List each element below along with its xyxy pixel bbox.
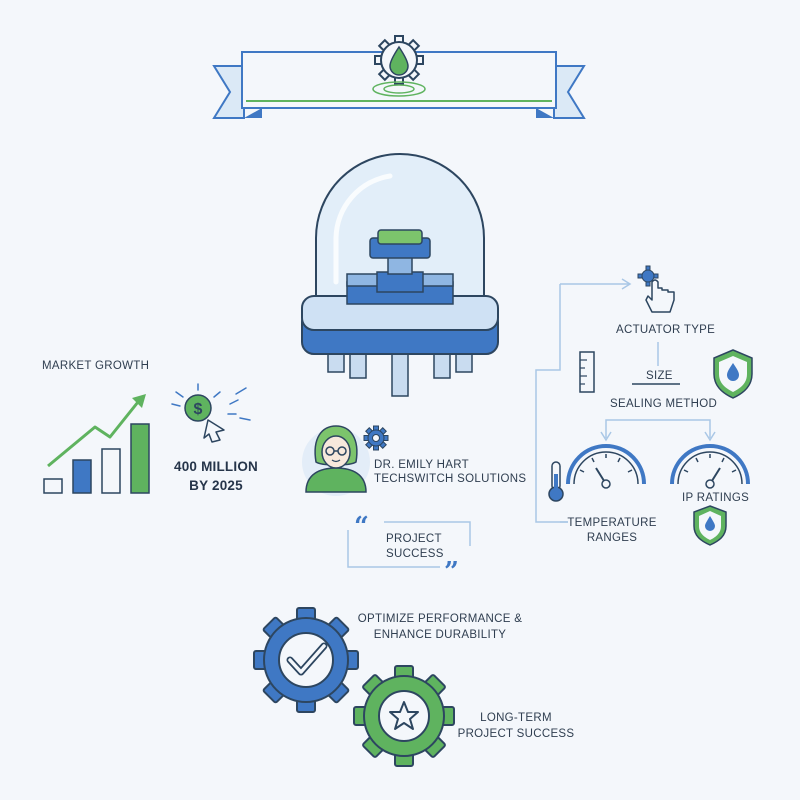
outcome-optimize-line2: ENHANCE DURABILITY [373, 629, 507, 641]
water-drop-gear-icon [372, 35, 426, 97]
expert-company: TECHSWITCH SOLUTIONS [374, 473, 527, 485]
ip-rating-gauge-icon [670, 444, 750, 489]
close-quote-icon: ” [444, 557, 459, 587]
dollar-coin-icon: $ [171, 383, 251, 443]
outcome-longterm-line2: PROJECT SUCCESS [457, 728, 575, 740]
svg-text:$: $ [194, 401, 203, 418]
market-growth-heading: MARKET GROWTH [42, 360, 150, 372]
sealed-switch-illustration [301, 153, 499, 397]
hand-pointer-icon [637, 265, 675, 313]
quote-box: “ ” [347, 512, 471, 587]
gear-icon [363, 425, 389, 451]
ip-shield-icon [693, 505, 727, 546]
expert-name: DR. EMILY HART [374, 459, 469, 471]
quote-text-line2: SUCCESS [386, 548, 444, 560]
shield-drop-icon [713, 349, 753, 399]
person-avatar-icon [302, 425, 370, 496]
open-quote-icon: “ [354, 512, 369, 542]
spec-temperature-line2: RANGES [586, 532, 638, 544]
spec-temperature-line1: TEMPERATURE [567, 517, 657, 529]
spec-actuator-type: ACTUATOR TYPE [616, 324, 716, 336]
spec-size: SIZE [646, 370, 673, 382]
market-value-line2: BY 2025 [189, 478, 243, 493]
title-banner [212, 51, 586, 119]
temperature-gauge-icon [566, 444, 646, 489]
star-gear-icon [353, 665, 455, 767]
checkmark-gear-icon [253, 607, 359, 713]
specs-connector-lines [535, 278, 716, 523]
quote-text-line1: PROJECT [386, 533, 442, 545]
ruler-icon [579, 351, 595, 393]
outcome-optimize-line1: OPTIMIZE PERFORMANCE & [357, 613, 523, 625]
outcome-longterm-line1: LONG-TERM [480, 712, 552, 724]
spec-ip-ratings: IP RATINGS [682, 492, 750, 504]
spec-sealing-method: SEALING METHOD [610, 398, 718, 410]
market-growth-chart [43, 394, 150, 494]
market-value-line1: 400 MILLION [174, 459, 258, 474]
thermometer-icon [548, 461, 564, 502]
